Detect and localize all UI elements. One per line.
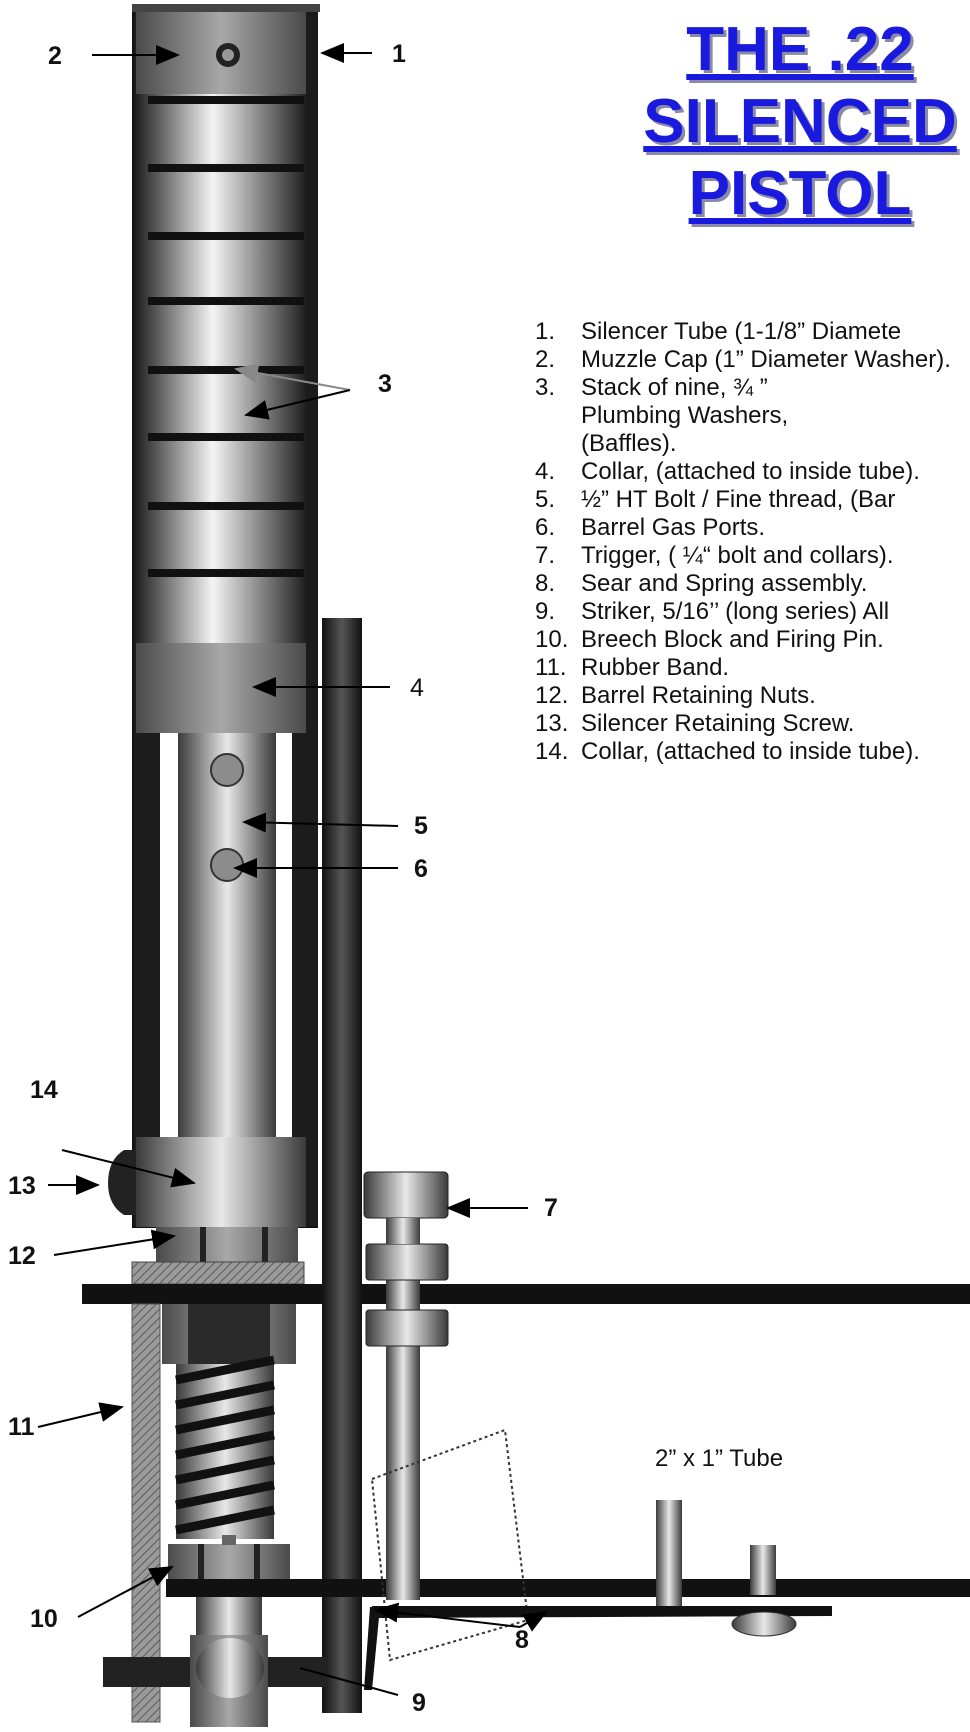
legend-item: 11. Rubber Band. bbox=[535, 654, 970, 682]
striker bbox=[190, 1597, 268, 1727]
lower-collar bbox=[136, 1137, 306, 1227]
legend-item: 6. Barrel Gas Ports. bbox=[535, 514, 970, 542]
muzzle-cap bbox=[136, 12, 306, 94]
trigger-assembly bbox=[363, 1171, 449, 1600]
frame-plate bbox=[131, 1261, 305, 1285]
callout-label-2: 2 bbox=[48, 42, 62, 70]
retaining-screw bbox=[108, 1150, 136, 1215]
legend-text: Muzzle Cap (1” Diameter Washer). bbox=[581, 346, 951, 373]
legend-text: Collar, (attached to inside tube). bbox=[581, 738, 920, 765]
legend-item: 10. Breech Block and Firing Pin. bbox=[535, 626, 970, 654]
legend-text: Striker, 5/16’’ (long series) All bbox=[581, 598, 890, 625]
legend-text: Barrel Gas Ports. bbox=[581, 514, 766, 541]
legend-text: Silencer Tube (1-1/8” Diamete bbox=[581, 318, 902, 345]
legend-text: ½” HT Bolt / Fine thread, (Bar bbox=[581, 486, 896, 513]
sear-pins bbox=[656, 1500, 797, 1637]
callout-arrows bbox=[37, 43, 548, 1696]
callout-label-13: 13 bbox=[8, 1172, 36, 1200]
legend-text: Breech Block and Firing Pin. bbox=[581, 626, 884, 653]
legend-number: 13. bbox=[535, 710, 569, 737]
breech-block bbox=[168, 1535, 290, 1582]
title-line-2: SILENCED bbox=[643, 87, 957, 156]
callout-label-5: 5 bbox=[414, 812, 428, 840]
callout-label-9: 9 bbox=[412, 1689, 426, 1717]
barrel-nuts bbox=[156, 1227, 298, 1263]
legend-text: Collar, (attached to inside tube). bbox=[581, 458, 920, 485]
parts-legend: 1. Silencer Tube (1-1/8” Diamete 2. Muzzle… bbox=[535, 318, 970, 766]
frame-bar-lower bbox=[166, 1579, 970, 1597]
legend-item: 14. Collar, (attached to inside tube). bbox=[535, 738, 970, 766]
frame-rod bbox=[322, 618, 362, 1713]
rubber-band bbox=[131, 1303, 161, 1723]
legend-text: Rubber Band. bbox=[581, 654, 730, 681]
legend-text: Sear and Spring assembly. bbox=[581, 570, 868, 597]
legend-item: 1. Silencer Tube (1-1/8” Diamete bbox=[535, 318, 970, 346]
legend-text: Silencer Retaining Screw. bbox=[581, 710, 855, 737]
callout-label-6: 6 bbox=[414, 855, 428, 883]
striker-spring bbox=[175, 1355, 275, 1539]
tube-label: 2” x 1” Tube bbox=[655, 1445, 784, 1472]
legend-number: 10. bbox=[535, 626, 569, 653]
diagram-title: THE .22 SILENCED PISTOL bbox=[600, 14, 970, 230]
legend-item: 3. Stack of nine, ¾ ” Plumbing Washers, (… bbox=[535, 374, 970, 458]
legend-number: 4. bbox=[535, 458, 556, 485]
lower-nut bbox=[162, 1304, 296, 1364]
callout-label-7: 7 bbox=[544, 1194, 558, 1222]
callout-label-4: 4 bbox=[410, 674, 424, 702]
baffle-stack bbox=[136, 94, 306, 670]
frame-bar-top bbox=[82, 1284, 970, 1304]
callout-label-8: 8 bbox=[515, 1626, 529, 1654]
callout-label-3: 3 bbox=[378, 370, 392, 398]
legend-item: 5. ½” HT Bolt / Fine thread, (Bar bbox=[535, 486, 970, 514]
callout-label-1: 1 bbox=[392, 40, 406, 68]
callout-label-11: 11 bbox=[8, 1413, 35, 1441]
sear bbox=[364, 1606, 832, 1690]
legend-number: 2. bbox=[535, 346, 556, 373]
legend-number: 11. bbox=[535, 654, 567, 681]
legend-text: Trigger, ( ¼“ bolt and collars). bbox=[581, 542, 894, 569]
callout-label-12: 12 bbox=[8, 1242, 36, 1270]
legend-text: Stack of nine, ¾ ” Plumbing Washers, (Ba… bbox=[581, 374, 789, 457]
callout-label-10: 10 bbox=[30, 1605, 58, 1633]
legend-item: 9. Striker, 5/16’’ (long series) All bbox=[535, 598, 970, 626]
title-line-1: THE .22 bbox=[686, 15, 914, 84]
legend-item: 7. Trigger, ( ¼“ bolt and collars). bbox=[535, 542, 970, 570]
legend-item: 2. Muzzle Cap (1” Diameter Washer). bbox=[535, 346, 970, 374]
legend-item: 8. Sear and Spring assembly. bbox=[535, 570, 970, 598]
legend-item: 4. Collar, (attached to inside tube). bbox=[535, 458, 970, 486]
legend-number: 5. bbox=[535, 486, 556, 513]
legend-number: 3. bbox=[535, 374, 556, 401]
legend-item: 13. Silencer Retaining Screw. bbox=[535, 710, 970, 738]
legend-number: 9. bbox=[535, 598, 556, 625]
legend-number: 14. bbox=[535, 738, 569, 765]
callout-label-14: 14 bbox=[30, 1076, 58, 1104]
legend-number: 8. bbox=[535, 570, 556, 597]
legend-text: Barrel Retaining Nuts. bbox=[581, 682, 816, 709]
legend-item: 12. Barrel Retaining Nuts. bbox=[535, 682, 970, 710]
title-line-3: PISTOL bbox=[688, 159, 912, 228]
legend-number: 7. bbox=[535, 542, 556, 569]
legend-number: 12. bbox=[535, 682, 569, 709]
legend-number: 6. bbox=[535, 514, 556, 541]
legend-number: 1. bbox=[535, 318, 556, 345]
